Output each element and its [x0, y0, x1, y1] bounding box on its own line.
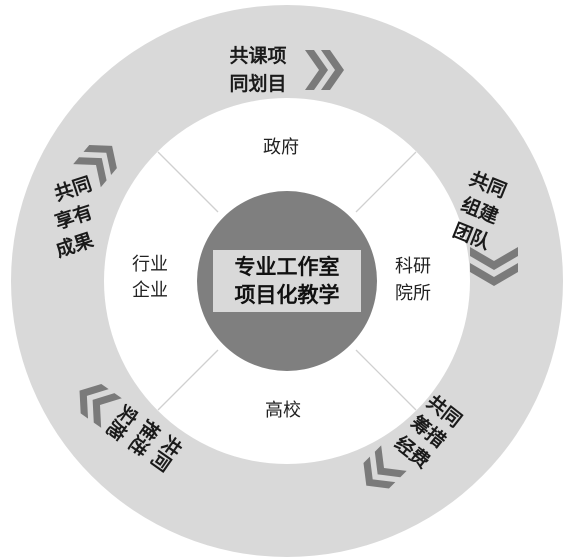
chevron-top-icon	[305, 50, 344, 90]
chevron-left-icon	[73, 145, 117, 188]
ring-label-top-line2: 同划目	[229, 72, 286, 95]
divider-bottom-right	[355, 349, 417, 411]
partner-research-line1: 科研	[395, 256, 431, 277]
chevron-right-icon	[470, 247, 518, 286]
center-title-line1: 专业工作室	[235, 255, 340, 279]
quadrant-dividers	[157, 151, 417, 411]
chevron-bottom-right-icon	[363, 445, 407, 489]
center-label-box	[213, 250, 361, 312]
chevron-bottom-left-icon	[79, 383, 122, 428]
ring-label-top-line1: 共课项	[229, 45, 286, 67]
partner-industry-line2: 企业	[132, 280, 168, 301]
divider-bottom-left	[157, 349, 219, 411]
center-title-line2: 项目化教学	[235, 283, 340, 307]
partner-research-line2: 院所	[395, 283, 431, 304]
partner-university: 高校	[265, 400, 301, 421]
partner-government: 政府	[263, 137, 299, 158]
ring-label-right: 共同 组建 团队	[450, 168, 510, 255]
partner-industry-line1: 行业	[132, 254, 168, 275]
divider-top-left	[157, 151, 219, 213]
divider-top-right	[355, 151, 417, 213]
